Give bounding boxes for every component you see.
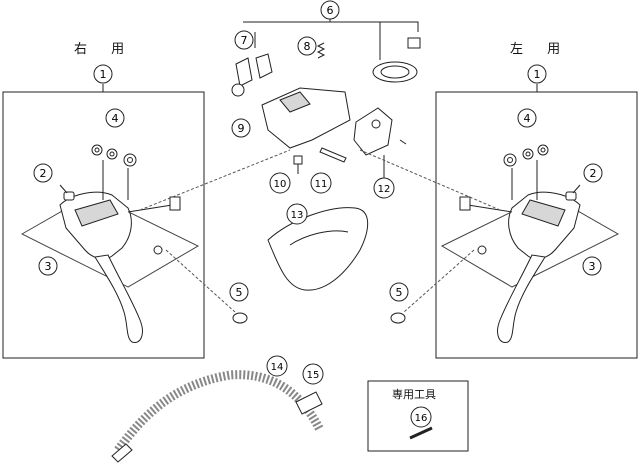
- right-lever-body: [59, 191, 132, 260]
- callout-4-left: 4: [517, 108, 537, 128]
- svg-text:4: 4: [112, 112, 119, 125]
- callout-3-left: 3: [582, 256, 602, 276]
- center-assembly: [111, 14, 501, 463]
- main-bracket: [261, 87, 351, 149]
- left-use-label: 左 用: [510, 42, 571, 57]
- svg-text:3: 3: [589, 260, 596, 273]
- cable-housing: [114, 370, 325, 453]
- callout-6: 6: [320, 0, 340, 20]
- special-tool-frame: [367, 380, 469, 452]
- svg-text:3: 3: [45, 260, 52, 273]
- svg-text:5: 5: [236, 286, 243, 299]
- right-lever-blade: [94, 254, 143, 344]
- callout-14: 14: [266, 355, 288, 377]
- special-tool-label: 専用工具: [392, 388, 436, 401]
- svg-text:9: 9: [238, 122, 245, 135]
- svg-text:4: 4: [524, 112, 531, 125]
- callout-11: 11: [310, 172, 332, 194]
- right-use-panel: [2, 84, 205, 359]
- svg-text:16: 16: [415, 413, 428, 424]
- callout-16: 16: [410, 406, 432, 428]
- svg-text:7: 7: [241, 34, 248, 47]
- callouts: 1 1 2 2 3 3 4 4 5 5 6 7 8 9 10 11 12 13 …: [33, 0, 603, 428]
- callout-12: 12: [373, 177, 395, 199]
- svg-text:1: 1: [100, 68, 107, 81]
- callout-5-left: 5: [389, 282, 409, 302]
- callout-7: 7: [234, 30, 254, 50]
- callout-13: 13: [286, 203, 308, 225]
- left-lever-blade: [497, 254, 546, 344]
- hood-cover: [267, 207, 369, 291]
- callout-2-right: 2: [33, 163, 53, 183]
- svg-text:13: 13: [291, 210, 304, 221]
- svg-text:10: 10: [274, 179, 287, 190]
- svg-text:15: 15: [307, 370, 320, 381]
- callout-4-right: 4: [105, 108, 125, 128]
- svg-text:6: 6: [327, 4, 334, 17]
- svg-text:14: 14: [271, 362, 284, 373]
- svg-text:12: 12: [378, 184, 391, 195]
- svg-text:1: 1: [534, 68, 541, 81]
- svg-text:8: 8: [304, 40, 311, 53]
- callout-8: 8: [297, 36, 317, 56]
- left-lever-body: [508, 191, 581, 260]
- right-use-label: 右 用: [74, 42, 135, 57]
- callout-2-left: 2: [583, 163, 603, 183]
- svg-text:2: 2: [590, 167, 597, 180]
- callout-1-right: 1: [93, 64, 113, 84]
- left-use-panel: [435, 84, 638, 359]
- callout-10: 10: [269, 172, 291, 194]
- callout-9: 9: [231, 118, 251, 138]
- callout-5-right: 5: [229, 282, 249, 302]
- svg-text:2: 2: [40, 167, 47, 180]
- callout-3-right: 3: [38, 256, 58, 276]
- callout-15: 15: [302, 363, 324, 385]
- svg-text:5: 5: [396, 286, 403, 299]
- callout-1-left: 1: [527, 64, 547, 84]
- svg-text:11: 11: [315, 179, 328, 190]
